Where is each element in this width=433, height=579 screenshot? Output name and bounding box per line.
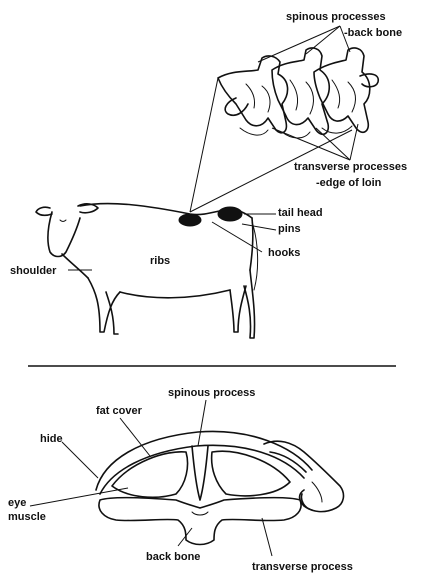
label-back-bone: back bone <box>146 551 200 563</box>
transverse-process-leader <box>262 518 272 556</box>
pins-leader <box>242 224 276 230</box>
label-fat-cover: fat cover <box>96 405 143 417</box>
spinous-process-leader <box>198 400 206 446</box>
loin-cross-section <box>96 431 343 544</box>
inset-projection-lines <box>190 78 352 212</box>
label-muscle: muscle <box>8 511 46 523</box>
fat-cover-leader <box>120 418 150 456</box>
hide-leader <box>62 442 98 478</box>
label-shoulder: shoulder <box>10 265 57 277</box>
label-edge-of-loin: -edge of loin <box>316 177 382 189</box>
label-ribs: ribs <box>150 255 170 267</box>
label-spinous-process: spinous process <box>168 387 255 399</box>
label-pins: pins <box>278 223 301 235</box>
label-eye: eye <box>8 497 26 509</box>
label-back-bone-top: -back bone <box>344 27 402 39</box>
label-hooks: hooks <box>268 247 300 259</box>
label-tail-head: tail head <box>278 207 323 219</box>
label-spinous-processes: spinous processes <box>286 11 386 23</box>
cow-illustration <box>36 204 258 338</box>
hooks-marker <box>179 214 201 226</box>
label-transverse-process: transverse process <box>252 561 353 573</box>
label-hide: hide <box>40 433 63 445</box>
label-transverse-processes: transverse processes <box>294 161 407 173</box>
vertebrae-illustration <box>218 48 378 138</box>
pins-marker <box>218 207 242 221</box>
eye-muscle-leader <box>30 488 128 506</box>
